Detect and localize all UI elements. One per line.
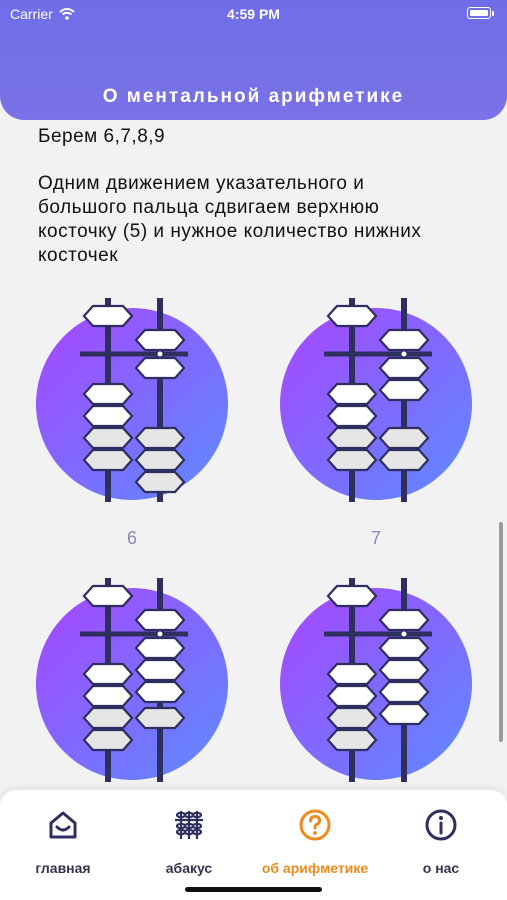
clock: 4:59 PM [227, 6, 280, 22]
abacus-label-7: 7 [370, 528, 381, 548]
abacus-bead [82, 426, 134, 450]
abacus-bead [134, 636, 186, 660]
wifi-icon [59, 8, 75, 20]
abacus-card-8 [32, 572, 232, 790]
abacus-bead [134, 470, 186, 494]
abacus-bead [326, 382, 378, 406]
tab-abacus-label: абакус [165, 860, 213, 876]
abacus-bead [82, 382, 134, 406]
tab-about-us[interactable]: о нас [378, 808, 504, 876]
status-bar: Carrier 4:59 PM [10, 6, 497, 26]
abacus-bead [134, 328, 186, 352]
scrollbar[interactable] [499, 522, 503, 742]
abacus-bead [82, 662, 134, 686]
abacus-bead [82, 584, 134, 608]
abacus-bead [134, 706, 186, 730]
abacus-bead [326, 304, 378, 328]
battery-icon [467, 7, 494, 19]
abacus-7-image [280, 298, 472, 502]
abacus-bead [326, 404, 378, 428]
page-title: О ментальной арифметике [102, 86, 405, 107]
abacus-bead [378, 608, 430, 632]
abacus-bead [378, 328, 430, 352]
abacus-bead [82, 684, 134, 708]
abacus-bead [82, 728, 134, 752]
abacus-bead [326, 662, 378, 686]
abacus-bead [326, 684, 378, 708]
abacus-bead [134, 680, 186, 704]
abacus-9-image [280, 578, 472, 782]
abacus-bead [378, 426, 430, 450]
carrier-area: Carrier [10, 6, 75, 22]
abacus-bead [378, 658, 430, 682]
header: Carrier 4:59 PM О ментальной арифметике [0, 0, 507, 120]
tab-home-label: главная [35, 860, 91, 876]
content-scroll-area[interactable]: Берем 6,7,8,9 Одним движением указательн… [0, 120, 507, 790]
carrier-label: Carrier [10, 6, 53, 22]
abacus-6-image [36, 298, 228, 502]
tab-home[interactable]: главная [0, 808, 126, 876]
info-icon [425, 809, 457, 841]
abacus-card-9 [276, 572, 476, 790]
abacus-bead [134, 426, 186, 450]
abacus-card-6 [32, 292, 232, 512]
abacus-bead [326, 584, 378, 608]
home-icon [49, 811, 77, 839]
abacus-bead [378, 680, 430, 704]
tab-about-arithmetic[interactable]: об арифметике [252, 808, 378, 876]
tab-about-arithmetic-label: об арифметике [261, 860, 369, 876]
abacus-bead [134, 448, 186, 472]
abacus-bead [134, 658, 186, 682]
abacus-bead [378, 448, 430, 472]
abacus-bead [134, 356, 186, 380]
abacus-bead [82, 304, 134, 328]
abacus-label-6: 6 [126, 528, 137, 548]
tab-bar: главная абакус об арифметике [0, 790, 507, 900]
abacus-icon [175, 811, 203, 839]
abacus-bead [326, 728, 378, 752]
abacus-card-7 [276, 292, 476, 512]
abacus-bead [326, 426, 378, 450]
abacus-bead [378, 636, 430, 660]
abacus-bead [326, 706, 378, 730]
abacus-bead [378, 702, 430, 726]
home-indicator [185, 887, 322, 892]
question-icon [299, 809, 331, 841]
abacus-bead [134, 608, 186, 632]
tab-abacus[interactable]: абакус [126, 808, 252, 876]
tab-about-us-label: о нас [422, 860, 460, 876]
intro-text: Берем 6,7,8,9 [38, 126, 166, 147]
abacus-bead [82, 448, 134, 472]
abacus-bead [378, 378, 430, 402]
abacus-bead [82, 706, 134, 730]
abacus-8-image [36, 578, 228, 782]
abacus-bead [378, 356, 430, 380]
abacus-bead [326, 448, 378, 472]
instruction-text: Одним движением указательного и большого… [38, 173, 422, 266]
abacus-bead [82, 404, 134, 428]
